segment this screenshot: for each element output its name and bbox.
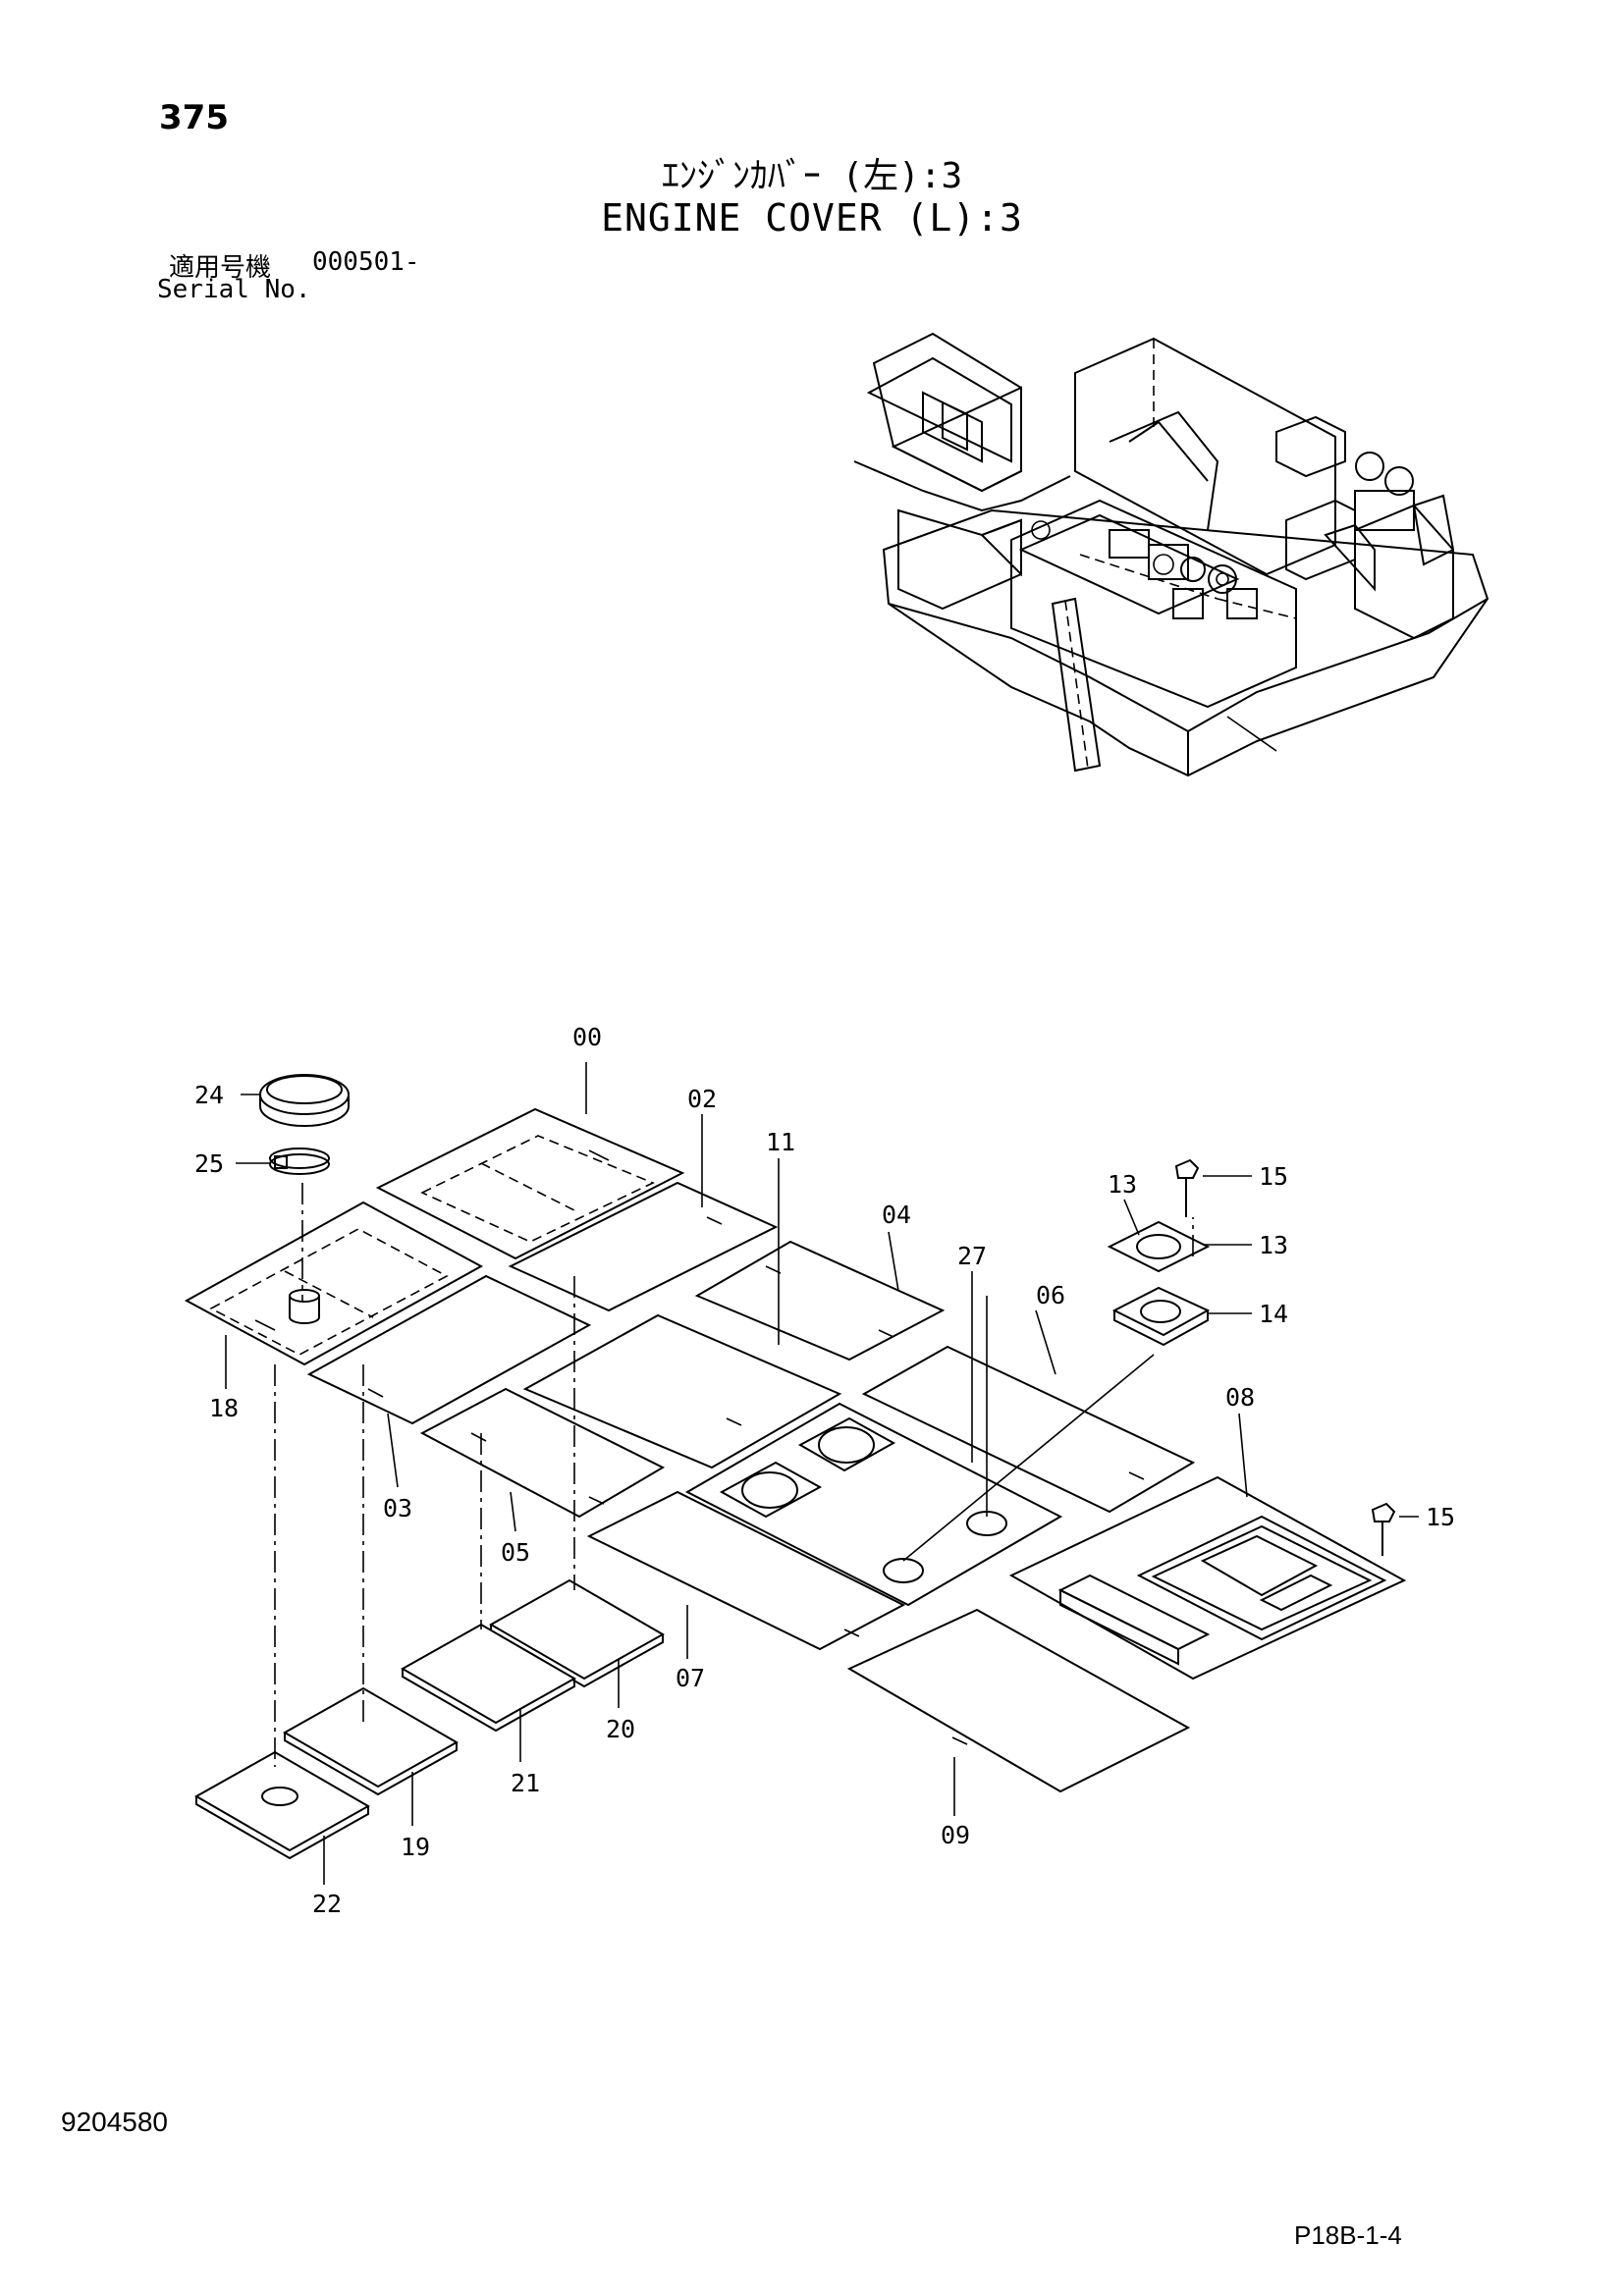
panel-27 — [684, 1402, 1063, 1607]
panel-07 — [586, 1490, 906, 1651]
panel-09 — [846, 1608, 1191, 1793]
panel-05 — [419, 1387, 666, 1519]
callout-13-right: 13 — [1259, 1231, 1288, 1259]
part-14-flange — [1111, 1286, 1211, 1347]
callout-19: 19 — [401, 1833, 430, 1861]
callout-02: 02 — [687, 1085, 717, 1113]
callout-06: 06 — [1036, 1281, 1065, 1309]
callout-15-top: 15 — [1259, 1162, 1288, 1191]
title-english: ENGINE COVER (L):3 — [601, 196, 1023, 240]
panel-02 — [508, 1181, 779, 1312]
plate-22 — [193, 1750, 371, 1860]
part-15-bolt-top — [1174, 1158, 1200, 1217]
callout-09: 09 — [941, 1821, 970, 1849]
part-25-clamp — [269, 1148, 330, 1175]
panel-06 — [861, 1345, 1196, 1514]
page-number: 375 — [159, 98, 229, 137]
callout-18: 18 — [209, 1394, 239, 1422]
exploded-parts-view — [184, 1074, 1407, 1860]
callout-04: 04 — [882, 1201, 911, 1229]
panel-11 — [522, 1313, 842, 1469]
machine-overview-illustration — [853, 332, 1489, 777]
title-japanese: ｴﾝｼﾞﾝｶﾊﾞｰ (左):3 — [661, 156, 963, 196]
page-reference: P18B-1-4 — [1294, 2220, 1402, 2250]
panel-00 — [375, 1107, 685, 1260]
callout-00: 00 — [572, 1023, 602, 1051]
callout-22: 22 — [312, 1890, 342, 1918]
callout-13-top: 13 — [1108, 1170, 1137, 1199]
callout-05: 05 — [501, 1538, 530, 1567]
panel-18 — [184, 1201, 484, 1366]
part-24-cap — [259, 1074, 350, 1127]
plate-19 — [282, 1686, 460, 1796]
plate-21 — [400, 1623, 577, 1733]
callout-25: 25 — [194, 1149, 224, 1178]
serial-label-english: Serial No. — [157, 275, 311, 304]
callout-07: 07 — [676, 1664, 705, 1692]
callout-21: 21 — [511, 1769, 540, 1797]
part-15-bolt-right — [1371, 1502, 1396, 1556]
serial-label-japanese: 適用号機 — [169, 253, 272, 283]
callout-24: 24 — [194, 1081, 224, 1109]
panel-04 — [694, 1240, 946, 1362]
serial-number-value: 000501- — [312, 247, 420, 277]
callout-03: 03 — [383, 1494, 412, 1522]
panel-08 — [1008, 1475, 1407, 1681]
callout-27: 27 — [957, 1242, 987, 1270]
callout-labels: 00 02 11 04 27 06 08 13 15 13 14 15 24 2… — [194, 1023, 1455, 1918]
part-13-gasket — [1107, 1220, 1211, 1273]
leader-lines — [225, 1062, 1419, 1885]
panel-03 — [306, 1274, 592, 1425]
callout-11: 11 — [766, 1128, 795, 1156]
callout-08: 08 — [1225, 1383, 1255, 1412]
document-number: 9204580 — [61, 2107, 169, 2137]
callout-20: 20 — [606, 1715, 635, 1743]
callout-14: 14 — [1259, 1300, 1288, 1328]
callout-15-right: 15 — [1426, 1503, 1455, 1531]
